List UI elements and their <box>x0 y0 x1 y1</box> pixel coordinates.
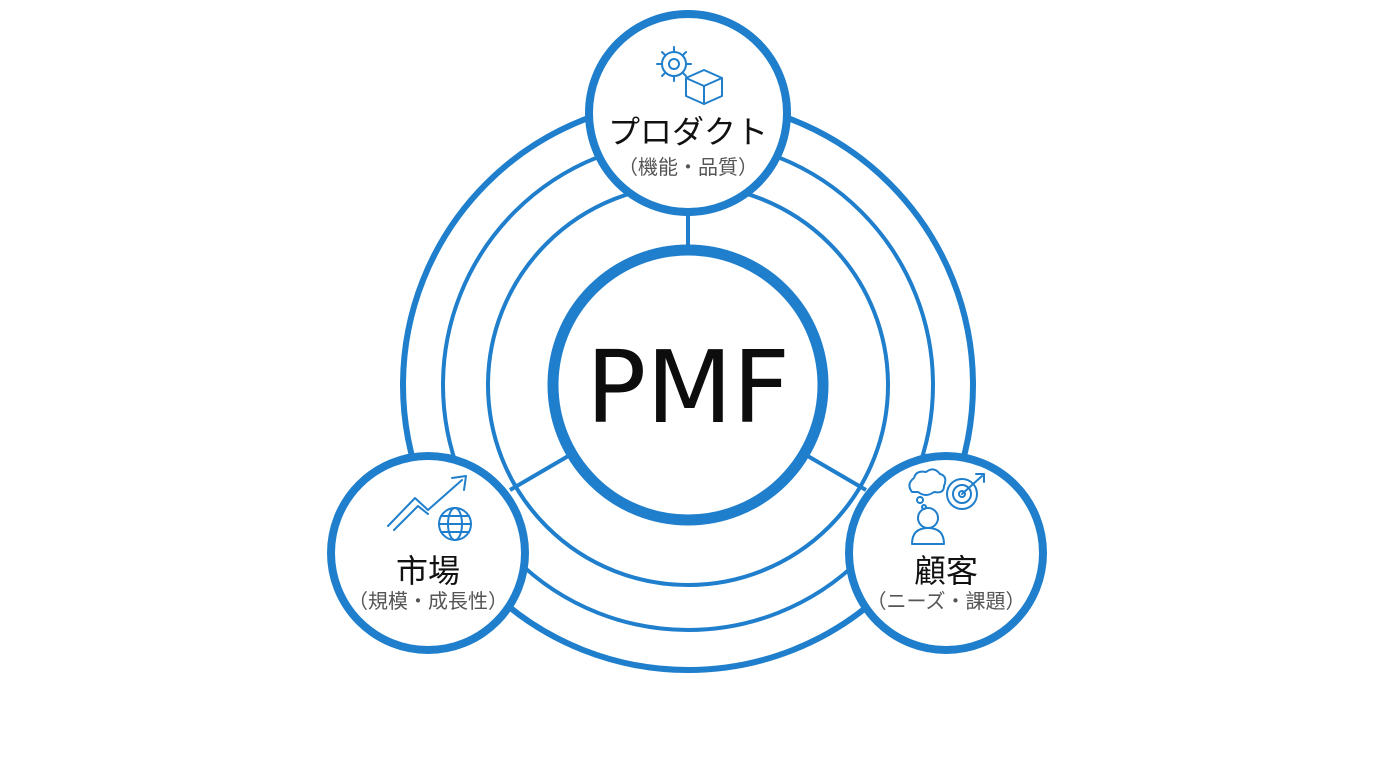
center-circle <box>547 244 829 526</box>
product-node: プロダクト （機能・品質） <box>585 10 791 216</box>
customer-sublabel: （ニーズ・課題） <box>867 589 1026 613</box>
market-sublabel: （規模・成長性） <box>348 589 508 613</box>
customer-node: 顧客 （ニーズ・課題） <box>845 452 1047 654</box>
center-label: PMF <box>586 329 790 446</box>
customer-circle <box>845 452 1047 654</box>
market-node: 市場 （規模・成長性） <box>327 452 529 654</box>
market-label: 市場 <box>396 552 460 590</box>
market-circle <box>327 452 529 654</box>
product-sublabel: （機能・品質） <box>618 155 758 179</box>
product-label: プロダクト <box>608 113 768 151</box>
customer-label: 顧客 <box>914 552 978 590</box>
person-target-icon <box>908 468 985 545</box>
center-node: PMF <box>547 244 829 526</box>
gear-box-icon <box>656 46 723 105</box>
product-circle <box>585 10 791 216</box>
connector-customer <box>804 453 868 492</box>
growth-globe-icon <box>387 475 472 541</box>
connector-market <box>508 453 572 492</box>
